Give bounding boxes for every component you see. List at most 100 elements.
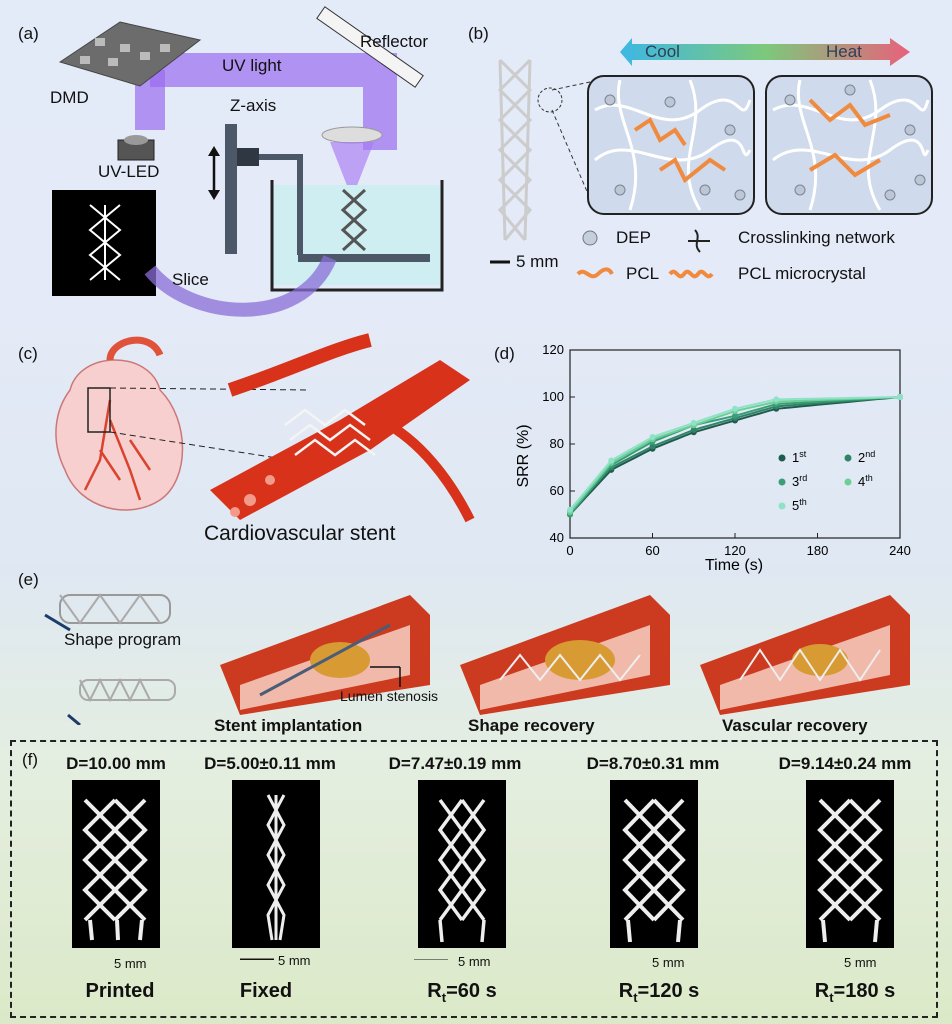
x-tick-label: 120 <box>724 543 746 558</box>
photo-120s <box>610 780 698 948</box>
printer-schematic <box>52 6 444 317</box>
scale-f-3: 5 mm <box>458 954 491 969</box>
uv-beam <box>150 53 397 150</box>
vessel-shape-recovery <box>460 595 670 715</box>
caption-printed: Printed <box>85 980 155 1002</box>
network-schematic <box>490 38 933 279</box>
panel-label-f: (f) <box>22 750 39 769</box>
diameter-120s: D=8.70±0.31 mm <box>586 754 720 773</box>
data-point <box>608 457 615 464</box>
y-tick-label: 60 <box>550 483 564 498</box>
data-point <box>773 396 780 403</box>
x-tick-label: 0 <box>566 543 573 558</box>
focused-beam <box>330 142 374 188</box>
network-cool <box>587 75 755 215</box>
chart-ylabel: SRR (%) <box>515 424 532 487</box>
vessel-vascular-recovery <box>700 595 910 715</box>
legend-marker <box>778 454 786 462</box>
crosslink-icon <box>688 229 710 253</box>
panel-label-c: (c) <box>18 344 38 363</box>
panel-label-e: (e) <box>18 570 39 589</box>
y-tick-label: 80 <box>550 436 564 451</box>
legend-marker <box>778 478 786 486</box>
panel-f-frame <box>10 740 938 1018</box>
cool-label: Cool <box>645 42 680 61</box>
data-point <box>732 405 738 412</box>
expanded-stent <box>59 593 171 625</box>
dmd-label: DMD <box>50 88 89 107</box>
crosslink-label: Crosslinking network <box>738 228 895 247</box>
lumen-stenosis-label: Lumen stenosis <box>340 688 439 704</box>
photo-printed <box>72 780 160 948</box>
implantation-sequence <box>44 593 910 725</box>
chart-xlabel: Time (s) <box>705 557 763 574</box>
data-point <box>567 506 573 513</box>
pcl-microcrystal-label: PCL microcrystal <box>738 264 866 283</box>
pcl-label: PCL <box>626 264 660 283</box>
x-tick-label: 240 <box>889 543 911 558</box>
data-point <box>732 412 738 419</box>
slice-label: Slice <box>172 270 209 289</box>
reflector-mirror <box>316 6 424 88</box>
scale-f-2: 5 mm <box>278 953 311 968</box>
legend-marker <box>778 502 786 510</box>
zoom-box <box>87 387 111 433</box>
temperature-arrow <box>620 38 910 66</box>
vessel-implantation <box>220 595 430 715</box>
y-tick-label: 100 <box>542 389 564 404</box>
shape-program-label: Shape program <box>64 630 182 649</box>
panel-label-a: (a) <box>18 24 39 43</box>
legend-label: 3rd <box>792 473 807 489</box>
uv-led-label: UV-LED <box>98 162 160 181</box>
data-point <box>649 443 656 450</box>
heart-and-vessel <box>55 333 475 523</box>
panel-label-b: (b) <box>468 24 489 43</box>
photo-fixed <box>232 780 320 948</box>
build-platform <box>298 254 430 262</box>
caption-fixed: Fixed <box>239 980 293 1002</box>
resin-vat <box>270 180 444 292</box>
network-heat <box>765 75 933 215</box>
diameter-printed: D=10.00 mm <box>66 754 166 773</box>
data-point <box>897 394 903 400</box>
legend-label: 1st <box>792 449 807 465</box>
cardiovascular-caption: Cardiovascular stent <box>204 522 396 545</box>
legend-marker <box>844 454 852 462</box>
scale-f-4: 5 mm <box>652 955 685 970</box>
legend-marker <box>844 478 852 486</box>
z-axis-label: Z-axis <box>230 96 277 115</box>
step-vascular-recovery: Vascular recovery <box>722 716 868 735</box>
compressed-stent <box>79 677 176 703</box>
diameter-fixed: D=5.00±0.11 mm <box>204 754 336 773</box>
compress-arrow <box>44 613 71 632</box>
implanted-stent <box>284 408 376 457</box>
scale-label-b: 5 mm <box>516 252 559 271</box>
panel-label-d: (d) <box>494 344 515 363</box>
stent-in-vat <box>340 188 368 252</box>
z-axis-rail <box>225 124 237 254</box>
legend-label: 4th <box>858 473 873 489</box>
y-tick-label: 120 <box>542 342 564 357</box>
caption-60s: Rt=60 s <box>427 980 497 1005</box>
x-tick-label: 180 <box>807 543 829 558</box>
photo-180s <box>806 780 894 948</box>
legend-label: 5th <box>792 497 807 513</box>
legend-label: 2nd <box>858 449 875 465</box>
lens <box>321 126 383 144</box>
heart <box>55 359 184 511</box>
step-shape-recovery: Shape recovery <box>468 716 595 735</box>
dmd-chip <box>58 21 202 87</box>
stent-photos <box>72 780 894 960</box>
heat-label: Heat <box>826 42 862 61</box>
uv-light-label: UV light <box>222 56 282 75</box>
diameter-60s: D=7.47±0.19 mm <box>388 754 522 773</box>
caption-180s: Rt=180 s <box>814 980 896 1005</box>
scale-f-5: 5 mm <box>844 955 877 970</box>
reflector-label: Reflector <box>360 32 429 51</box>
x-tick-label: 60 <box>645 543 659 558</box>
diameter-180s: D=9.14±0.24 mm <box>778 754 912 773</box>
chart-frame <box>569 349 901 539</box>
data-point <box>649 433 656 440</box>
photo-60s <box>418 780 506 948</box>
